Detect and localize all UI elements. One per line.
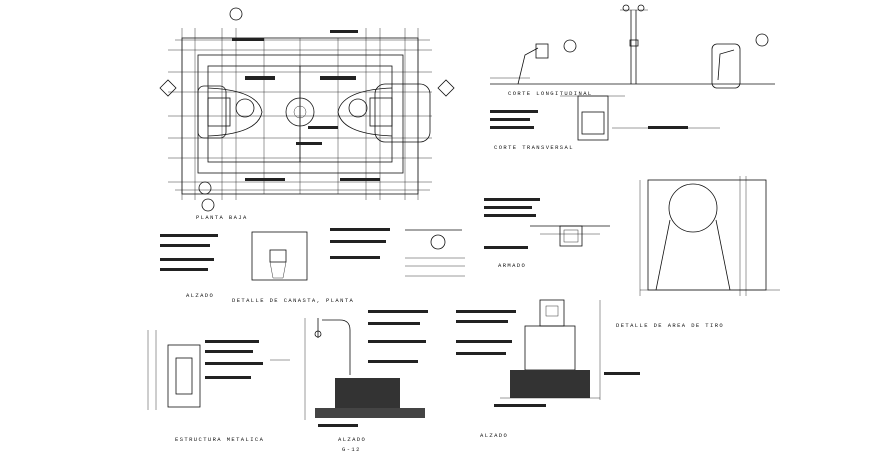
basket-detail bbox=[160, 228, 465, 281]
hoop-elevation bbox=[304, 310, 428, 427]
label-sheet-code: G-12 bbox=[342, 446, 361, 453]
metal-structure bbox=[147, 330, 290, 410]
label-alzado-3: ALZADO bbox=[480, 432, 509, 439]
label-planta-baja: PLANTA BAJA bbox=[196, 214, 248, 221]
label-alzado-2: ALZADO bbox=[338, 436, 367, 443]
label-detalle-canasta: DETALLE DE CANASTA, PLANTA bbox=[232, 297, 355, 304]
shooting-area-detail bbox=[639, 176, 780, 296]
label-armado: ARMADO bbox=[498, 262, 527, 269]
label-detalle-area-tiro: DETALLE DE AREA DE TIRO bbox=[616, 322, 725, 329]
reinforcement-detail bbox=[484, 198, 610, 249]
label-corte-transversal: CORTE TRANSVERSAL bbox=[494, 144, 574, 151]
label-estructura-metalica: ESTRUCTURA METALICA bbox=[175, 436, 265, 443]
label-alzado-1: ALZADO bbox=[186, 292, 215, 299]
backboard-elevation bbox=[456, 299, 640, 407]
label-corte-longitudinal: CORTE LONGITUDINAL bbox=[508, 90, 593, 97]
section-views bbox=[490, 4, 775, 141]
court-plan bbox=[159, 7, 455, 212]
